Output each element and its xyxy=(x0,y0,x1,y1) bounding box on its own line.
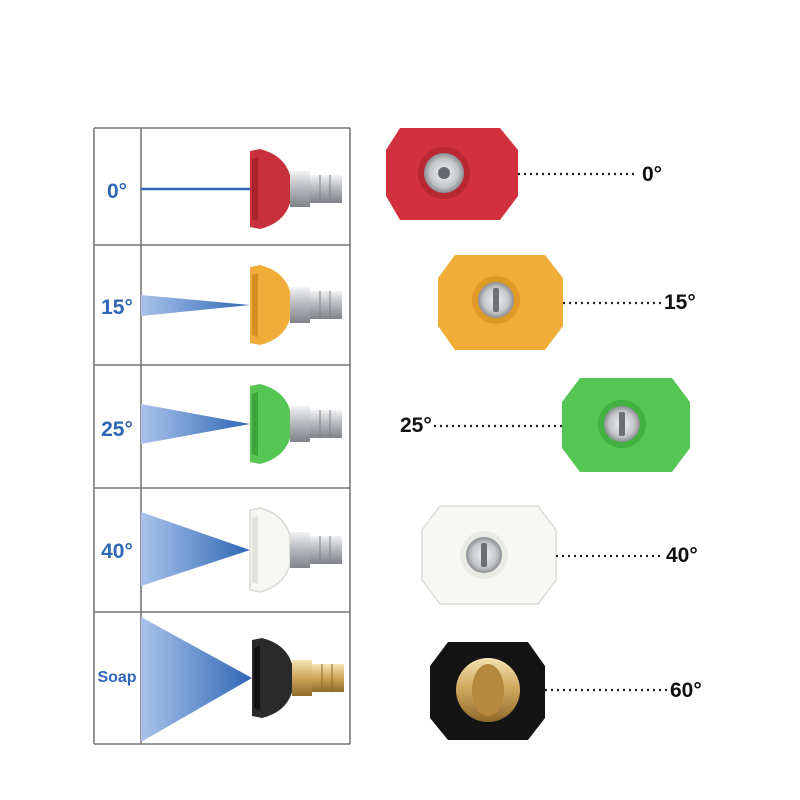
spray-row-25 xyxy=(141,384,342,464)
cap-label-0: 0° xyxy=(642,163,663,186)
cap-label-40: 40° xyxy=(666,544,698,567)
cap-25 xyxy=(434,378,690,472)
nozzle-tip-black xyxy=(252,638,344,718)
nozzle-tip-white xyxy=(249,507,342,593)
spray-fan xyxy=(141,295,250,316)
row-label-0: 0° xyxy=(106,180,128,203)
spray-fan xyxy=(141,617,252,742)
cap-60 xyxy=(430,642,668,740)
nozzle-tip-green xyxy=(250,384,342,464)
spray-row-15 xyxy=(141,265,342,345)
row-label-15: 15° xyxy=(101,296,133,319)
row-label-soap: Soap xyxy=(97,669,137,686)
cap-label-25: 25° xyxy=(400,414,432,437)
cap-40 xyxy=(421,505,664,605)
nozzle-tip-red xyxy=(250,149,342,229)
spray-table-grid xyxy=(93,127,351,745)
spray-fan xyxy=(141,512,250,586)
cap-0 xyxy=(386,128,636,220)
spray-row-soap xyxy=(141,617,344,742)
row-label-40: 40° xyxy=(101,540,133,563)
cap-15 xyxy=(438,255,662,350)
cap-label-15: 15° xyxy=(664,291,696,314)
spray-row-40 xyxy=(141,507,342,593)
spray-row-0 xyxy=(141,149,342,229)
spray-fan xyxy=(141,404,250,444)
nozzle-tip-yellow xyxy=(250,265,342,345)
row-label-25: 25° xyxy=(101,418,133,441)
cap-label-60: 60° xyxy=(670,679,702,702)
